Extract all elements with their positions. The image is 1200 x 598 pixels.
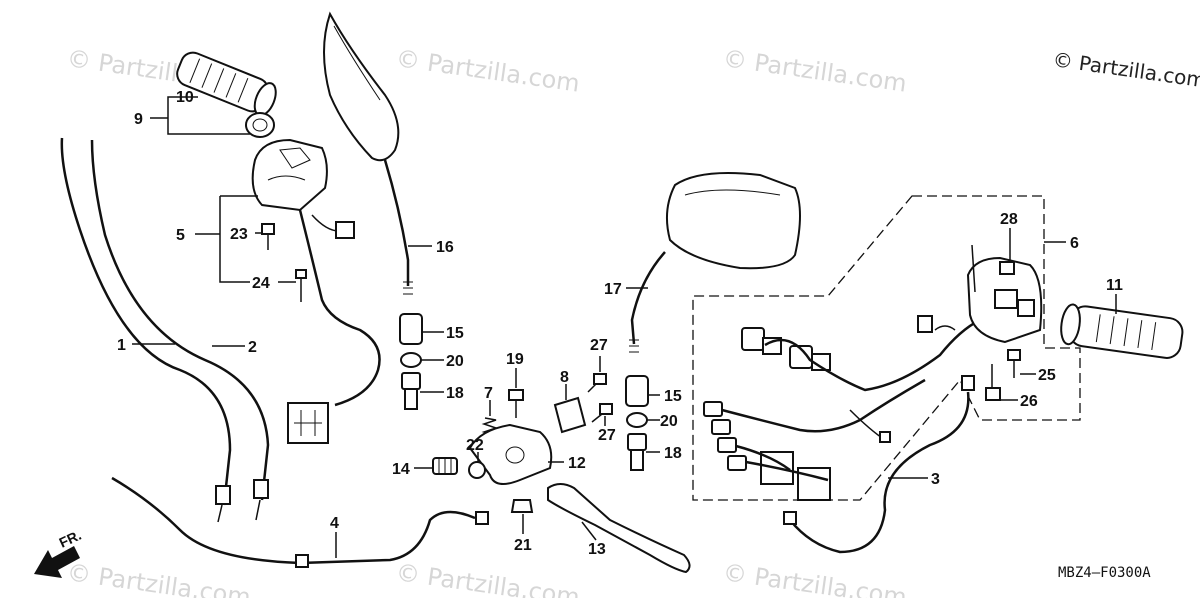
callout-26: 26 xyxy=(1020,393,1038,410)
watermark: © Partzilla.com xyxy=(65,558,252,598)
callout-leaders xyxy=(132,96,1117,558)
right-wire-harness xyxy=(721,315,981,482)
cable-3[interactable] xyxy=(783,375,975,554)
callout-18-left: 18 xyxy=(446,385,464,402)
callout-7: 7 xyxy=(484,385,493,402)
right-switch-housing[interactable] xyxy=(966,244,1043,344)
callout-15-left: 15 xyxy=(446,325,464,342)
callout-24: 24 xyxy=(252,275,270,292)
left-mirror[interactable] xyxy=(323,11,413,295)
callout-20-right: 20 xyxy=(660,413,678,430)
clutch-lever-13[interactable] xyxy=(547,483,691,574)
callout-11: 11 xyxy=(1106,277,1123,294)
left-switch-housing[interactable] xyxy=(251,138,328,212)
diagram-code: MBZ4—F0300A xyxy=(1058,565,1151,581)
left-switch-wire xyxy=(298,209,381,407)
callout-23: 23 xyxy=(230,226,248,243)
callout-25: 25 xyxy=(1038,367,1056,384)
mirror-adapter-18-left[interactable] xyxy=(401,372,421,410)
callout-numbers: 1 2 3 4 5 6 7 8 9 10 11 12 13 14 15 15 1… xyxy=(117,89,1123,558)
throttle-cable-1[interactable] xyxy=(60,137,232,523)
watermark: © Partzilla.com xyxy=(394,558,581,598)
callout-27-lower: 27 xyxy=(598,427,616,444)
right-grip[interactable] xyxy=(1059,303,1184,359)
callout-5: 5 xyxy=(176,227,185,244)
screw-27-upper[interactable] xyxy=(587,373,607,393)
screw-24[interactable] xyxy=(295,269,307,302)
screw-25[interactable] xyxy=(1007,349,1021,378)
mirror-boot-15-right[interactable] xyxy=(625,375,649,407)
callout-20-left: 20 xyxy=(446,353,464,370)
watermark: © Partzilla.com xyxy=(721,44,908,98)
callout-13: 13 xyxy=(588,541,606,558)
callout-1: 1 xyxy=(117,337,126,354)
callout-15-right: 15 xyxy=(664,388,682,405)
callout-12: 12 xyxy=(568,455,586,472)
watermark: © Partzilla.com xyxy=(721,558,908,598)
watermark: © Partzilla.com xyxy=(394,44,581,98)
mirror-adapter-18-right[interactable] xyxy=(627,433,647,471)
left-switch-connector xyxy=(287,402,329,444)
knob-14[interactable] xyxy=(432,457,458,475)
callout-27-upper: 27 xyxy=(590,337,608,354)
mirror-nut-20-right[interactable] xyxy=(626,412,648,428)
harness-connectors xyxy=(703,327,831,501)
screw-23[interactable] xyxy=(261,223,275,250)
right-switch-assembly-outline xyxy=(692,195,1081,501)
callout-2: 2 xyxy=(248,339,257,356)
holder-8[interactable] xyxy=(553,396,587,434)
copyright-text: © Partzilla.com xyxy=(1051,47,1200,92)
screw-26[interactable] xyxy=(985,364,1001,401)
screw-27-lower[interactable] xyxy=(591,403,613,423)
callout-18-right: 18 xyxy=(664,445,682,462)
clutch-lever-bracket-12[interactable] xyxy=(468,423,553,485)
clutch-cable-4[interactable] xyxy=(111,476,489,568)
nut-21[interactable] xyxy=(510,499,534,513)
mirror-boot-15-left[interactable] xyxy=(399,313,423,345)
mirror-nut-20-left[interactable] xyxy=(400,352,422,368)
callout-17: 17 xyxy=(604,281,622,298)
callout-10: 10 xyxy=(176,89,194,106)
direction-label: FR. xyxy=(57,527,84,551)
throttle-grip[interactable] xyxy=(174,49,280,138)
callout-21: 21 xyxy=(514,537,532,554)
callout-28: 28 xyxy=(1000,211,1018,228)
callout-4: 4 xyxy=(330,515,339,532)
right-mirror[interactable] xyxy=(629,171,801,353)
callout-16: 16 xyxy=(436,239,454,256)
callout-8: 8 xyxy=(560,369,569,386)
washer-22[interactable] xyxy=(468,461,486,479)
callout-6: 6 xyxy=(1070,235,1079,252)
callout-3: 3 xyxy=(931,471,940,488)
callout-22: 22 xyxy=(466,437,484,454)
callout-9: 9 xyxy=(134,111,143,128)
throttle-cable-2[interactable] xyxy=(90,139,270,521)
callout-19: 19 xyxy=(506,351,524,368)
pivot-bolt-19[interactable] xyxy=(508,389,524,418)
callout-14: 14 xyxy=(392,461,410,478)
